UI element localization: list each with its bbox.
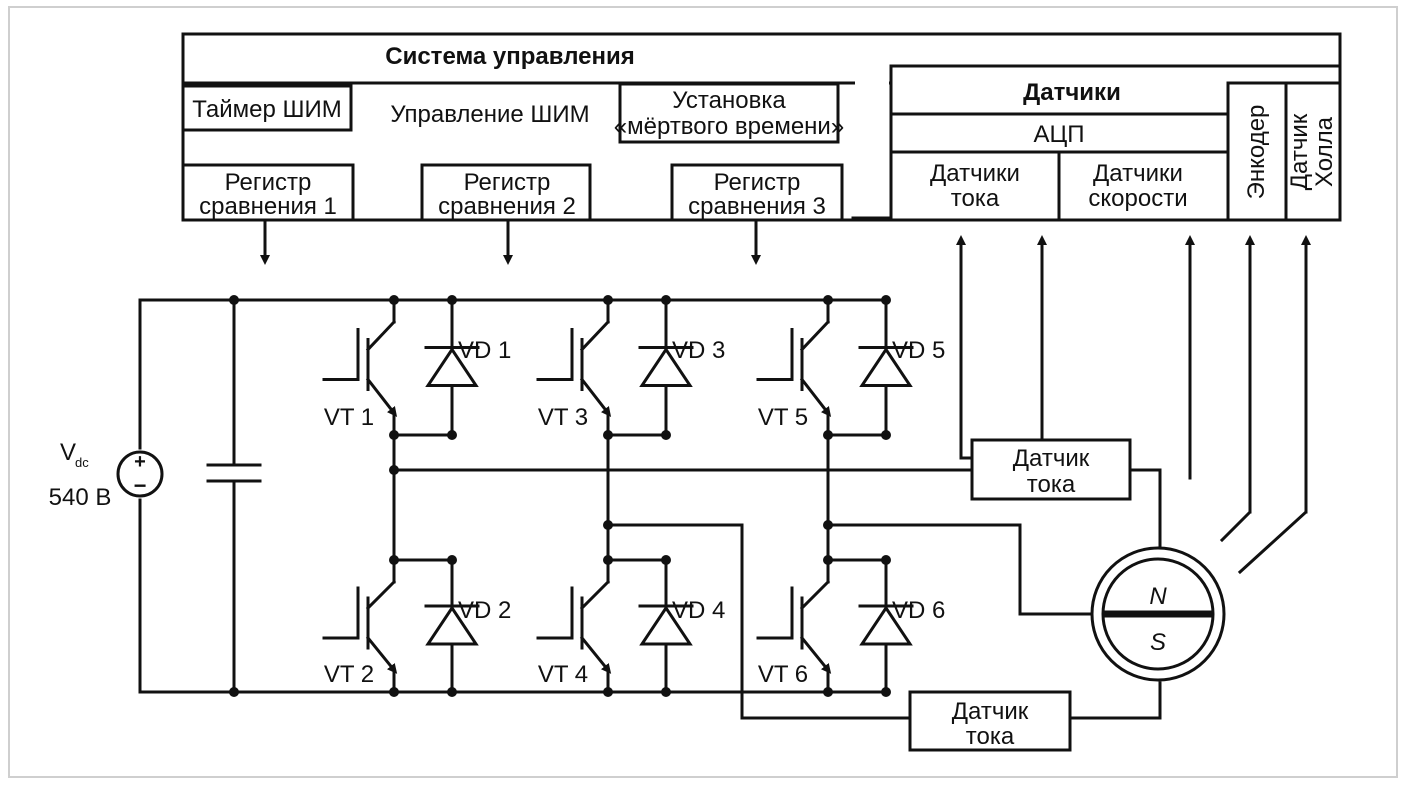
current-sensor-upper-line1: Датчик xyxy=(1013,445,1090,472)
motor: N S xyxy=(1090,546,1226,682)
speed-sensors-line1: Датчики xyxy=(1093,160,1183,187)
current-sensor-lower-line2: тока xyxy=(966,723,1015,750)
phase-b-line xyxy=(606,523,912,720)
transistor-label: VT 1 xyxy=(324,404,374,431)
deadtime-label-line2: «мёртвого времени» xyxy=(614,113,844,140)
deadtime-box xyxy=(618,82,840,144)
dc-bus xyxy=(138,298,887,694)
sensors-block: Датчики АЦП Датчики тока Датчики скорост… xyxy=(889,64,1342,222)
upper-sensor-to-motor xyxy=(1128,468,1162,550)
current-sensor-lower: Датчик тока xyxy=(908,690,1072,752)
compare-register-1: Регистр сравнения 1 xyxy=(199,169,337,220)
diode-label: VD 6 xyxy=(892,597,945,624)
hall-sensor-line2: Холла xyxy=(1311,116,1338,187)
encoder-label: Энкодер xyxy=(1243,105,1270,200)
motor-south: S xyxy=(1150,629,1166,656)
diode-label: VD 2 xyxy=(458,597,511,624)
switch-cell-6: VT 6 VD 6 xyxy=(756,555,945,697)
dc-source: + − V dc 540 В xyxy=(49,439,164,511)
control-system-block: Система управления Таймер ШИМ Управление… xyxy=(181,32,1342,222)
transistor-label: VT 2 xyxy=(324,661,374,688)
switch-cell-2: VT 2 VD 2 xyxy=(322,555,511,697)
current-sensors-line2: тока xyxy=(951,185,1000,212)
source-subscript: dc xyxy=(75,455,89,470)
current-sensors-line1: Датчики xyxy=(930,160,1020,187)
inverter-bridge: VT 1 VD 1 VT 2 VD 2 VT 3 VD 3 VT 4 VD 4 VT 5 VD 5… xyxy=(322,295,945,697)
diode-label: VD 5 xyxy=(892,337,945,364)
sensors-frame xyxy=(889,64,1342,222)
current-sensor-upper: Датчик тока xyxy=(970,438,1132,501)
diode-label: VD 1 xyxy=(458,337,511,364)
feedback-current-a xyxy=(959,238,974,460)
hall-sensor-line1: Датчик xyxy=(1286,113,1313,190)
transistor-label: VT 6 xyxy=(758,661,808,688)
register-1-line2: сравнения 1 xyxy=(199,193,337,220)
diode-label: VD 3 xyxy=(672,337,725,364)
switch-cell-1: VT 1 VD 1 xyxy=(322,295,511,440)
pwm-timer-label: Таймер ШИМ xyxy=(192,96,341,123)
current-sensor-upper-line2: тока xyxy=(1027,471,1076,498)
pwm-control-label: Управление ШИМ xyxy=(390,101,589,128)
motor-north: N xyxy=(1149,583,1167,610)
adc-label: АЦП xyxy=(1033,121,1084,148)
deadtime-label-line1: Установка xyxy=(672,87,786,114)
pwm-timer-box xyxy=(181,84,353,132)
switch-cell-3: VT 3 VD 3 xyxy=(536,295,725,440)
compare-register-3: Регистр сравнения 3 xyxy=(688,169,826,220)
compare-register-2: Регистр сравнения 2 xyxy=(438,169,576,220)
sensors-title: Датчики xyxy=(1023,79,1121,106)
feedback-encoder xyxy=(1219,238,1252,543)
control-system-title: Система управления xyxy=(385,43,635,70)
dc-link-capacitor xyxy=(206,295,262,697)
register-2-line1: Регистр xyxy=(464,169,551,196)
source-voltage: 540 В xyxy=(49,484,112,511)
source-plus: + xyxy=(134,451,146,473)
lower-sensor-to-motor xyxy=(1068,681,1162,720)
speed-sensors-line2: скорости xyxy=(1088,185,1187,212)
transistor-label: VT 4 xyxy=(538,661,588,688)
register-1-line1: Регистр xyxy=(225,169,312,196)
register-3-line1: Регистр xyxy=(714,169,801,196)
transistor-label: VT 5 xyxy=(758,404,808,431)
phase-c-line xyxy=(826,523,1094,616)
switch-cell-5: VT 5 VD 5 xyxy=(756,295,945,440)
switch-cell-4: VT 4 VD 4 xyxy=(536,555,725,697)
source-symbol xyxy=(116,450,164,498)
register-3-line2: сравнения 3 xyxy=(688,193,826,220)
transistor-label: VT 3 xyxy=(538,404,588,431)
source-minus: − xyxy=(134,473,147,498)
diode-label: VD 4 xyxy=(672,597,725,624)
current-sensor-lower-line1: Датчик xyxy=(952,698,1029,725)
register-2-line2: сравнения 2 xyxy=(438,193,576,220)
source-symbol-label: V xyxy=(60,439,76,466)
phase-wiring xyxy=(389,465,1094,720)
control-arrows xyxy=(260,220,761,265)
feedback-arrows xyxy=(956,235,1311,575)
